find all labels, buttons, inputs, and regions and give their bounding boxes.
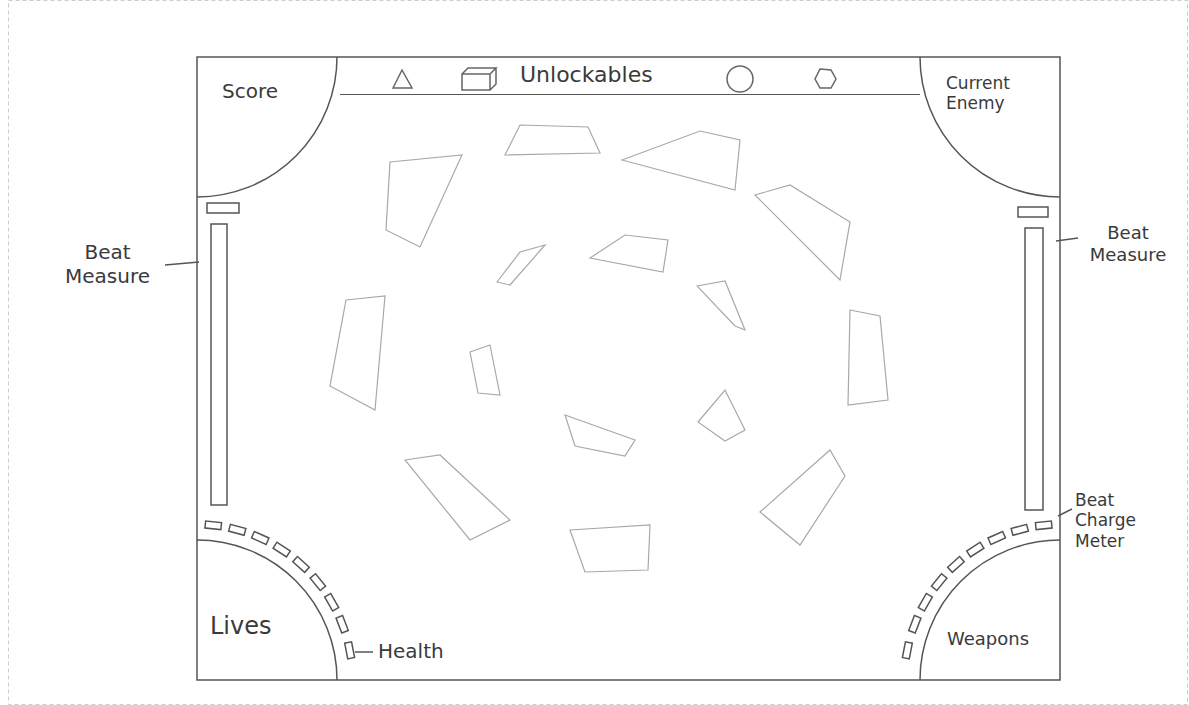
charge-dashes [902, 521, 1052, 659]
health-dashes [205, 521, 355, 659]
beat-measure-label: Beat Measure [55, 240, 160, 288]
hud-label: Current Enemy [946, 73, 1046, 114]
hud-label: Lives [210, 612, 272, 641]
hud-label: Unlockables [520, 62, 653, 88]
corner-arc [920, 540, 1060, 680]
hud-label: Weapons [947, 628, 1029, 650]
corner-arc [197, 57, 340, 197]
score-corner: Score [197, 57, 340, 197]
shard-ring [330, 125, 888, 572]
screen-frame [197, 57, 1060, 680]
enemy-corner: Current Enemy [920, 57, 1060, 197]
charge-meter-label: Beat Charge Meter [1075, 490, 1157, 551]
arc-line [197, 57, 337, 197]
beat-measure-bars [207, 203, 1048, 510]
beat-measure-label: Beat Measure [1082, 222, 1174, 265]
leader-lines [165, 238, 1078, 652]
health-label: Health [378, 639, 444, 663]
page-border [9, 1, 1188, 705]
hud-label: Score [222, 79, 278, 103]
weapons-corner: Weapons [920, 540, 1060, 680]
unlockables-band: Unlockables [340, 57, 920, 95]
corner-arc [197, 540, 337, 680]
arc-line [920, 57, 1060, 197]
arc-line [197, 540, 337, 680]
lives-corner: Lives [197, 540, 337, 680]
arc-line [920, 540, 1060, 680]
